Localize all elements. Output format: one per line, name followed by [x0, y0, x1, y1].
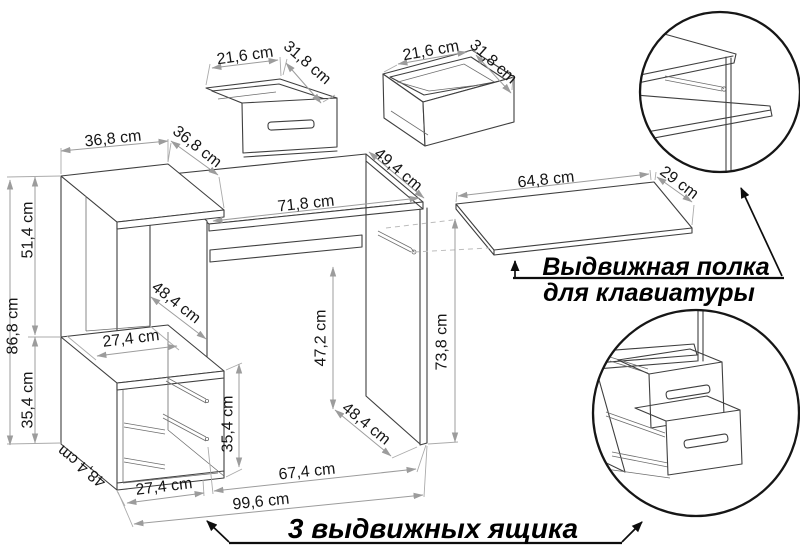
- dim-opening-width: 67,4 cm: [278, 461, 336, 484]
- dim-underdesk-height: 47,2 cm: [313, 310, 330, 367]
- keyboard-shelf-drawing: [385, 181, 693, 256]
- dim-hutch-width: 36,8 cm: [84, 128, 142, 151]
- dim-drawer1-depth: 31,8 cm: [280, 38, 334, 88]
- dim-hutch-depth: 36,8 cm: [169, 123, 224, 171]
- dim-underdesk-depth: 48,4 cm: [339, 399, 394, 448]
- caption-keyboard-shelf-line1: Выдвижная полка: [542, 253, 769, 281]
- dim-desktop-width: 71,8 cm: [277, 193, 335, 216]
- dim-total-width: 99,6 cm: [232, 491, 290, 514]
- drawer-handle: [267, 119, 315, 131]
- dim-cabinet-inner-height: 35,4 cm: [220, 396, 237, 453]
- detail-circle-keyboard-rail: [638, 10, 800, 174]
- callouts: Выдвижная полка для клавиатуры 3 выдвижн…: [206, 187, 784, 545]
- left-cabinet-drawing: [60, 163, 225, 491]
- drawer-handle: [665, 384, 711, 400]
- drawer-rails: [123, 376, 209, 470]
- detail-circle-drawers: [591, 308, 800, 518]
- dim-niche-width: 27,4 cm: [102, 327, 161, 351]
- dim-lower-height: 35,4 cm: [20, 372, 37, 429]
- caption-keyboard-shelf-line2: для клавиатуры: [543, 279, 755, 307]
- dim-total-height: 86,8 cm: [5, 298, 22, 355]
- dim-desk-height: 73,8 cm: [434, 314, 451, 371]
- drawer-handle: [683, 433, 729, 449]
- dim-upper-height: 51,4 cm: [20, 202, 37, 259]
- dimension-lines: [6, 50, 693, 527]
- dim-keyboard-shelf-width: 64,8 cm: [517, 169, 575, 192]
- caption-drawers-note: 3 выдвижных ящика: [288, 513, 578, 544]
- drawer-closed-drawing: [205, 78, 338, 158]
- dim-drawer1-width: 21,6 cm: [216, 44, 275, 69]
- dim-cabinet-width: 27,4 cm: [135, 475, 194, 499]
